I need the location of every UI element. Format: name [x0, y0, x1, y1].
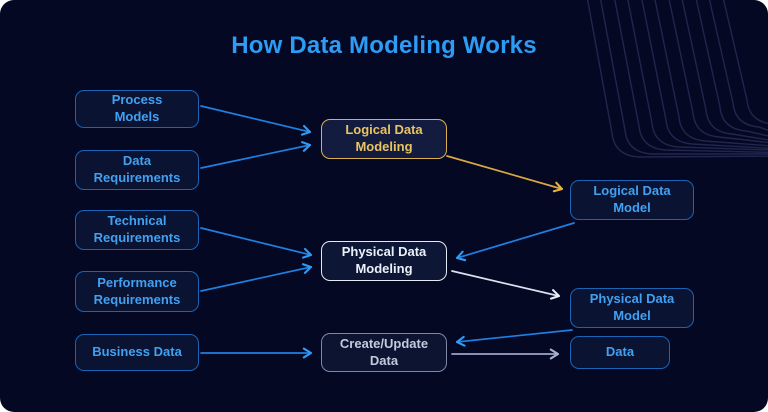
edge-physical-data-model-to-create-update-data — [455, 329, 573, 347]
edge-process-models-to-logical-data-modeling — [200, 105, 312, 136]
edge-technical-requirements-to-physical-data-modeling — [200, 227, 313, 259]
edge-performance-requirements-to-physical-data-modeling — [200, 263, 313, 292]
node-label: Data Requirements — [93, 153, 181, 185]
node-data-requirements: Data Requirements — [75, 150, 199, 190]
node-label: Logical Data Modeling — [345, 122, 423, 154]
node-performance-requirements: Performance Requirements — [75, 271, 199, 312]
node-label: Technical Requirements — [93, 213, 181, 245]
node-label: Create/Update Data — [339, 335, 429, 368]
node-physical-data-model: Physical Data Model — [570, 288, 694, 328]
node-logical-data-model: Logical Data Model — [570, 180, 694, 220]
edge-physical-data-modeling-to-physical-data-model — [451, 270, 561, 300]
node-label: Business Data — [92, 344, 182, 360]
edge-logical-data-modeling-to-logical-data-model — [446, 155, 564, 193]
node-label: Logical Data Model — [593, 183, 671, 215]
node-label: Process Models — [111, 92, 163, 124]
edge-logical-data-model-to-physical-data-modeling — [455, 222, 575, 262]
node-create-update-data: Create/Update Data — [321, 333, 447, 372]
node-label: Physical Data Model — [589, 291, 675, 323]
node-process-models: Process Models — [75, 90, 199, 128]
node-label: Performance Requirements — [93, 274, 181, 307]
node-physical-data-modeling: Physical Data Modeling — [321, 241, 447, 281]
node-technical-requirements: Technical Requirements — [75, 210, 199, 250]
node-business-data: Business Data — [75, 334, 199, 371]
node-label: Data — [605, 344, 635, 360]
node-data: Data — [570, 336, 670, 369]
node-label: Physical Data Modeling — [341, 244, 427, 276]
node-logical-data-modeling: Logical Data Modeling — [321, 119, 447, 159]
edge-data-requirements-to-logical-data-modeling — [200, 141, 312, 169]
page-title: How Data Modeling Works — [231, 32, 537, 59]
